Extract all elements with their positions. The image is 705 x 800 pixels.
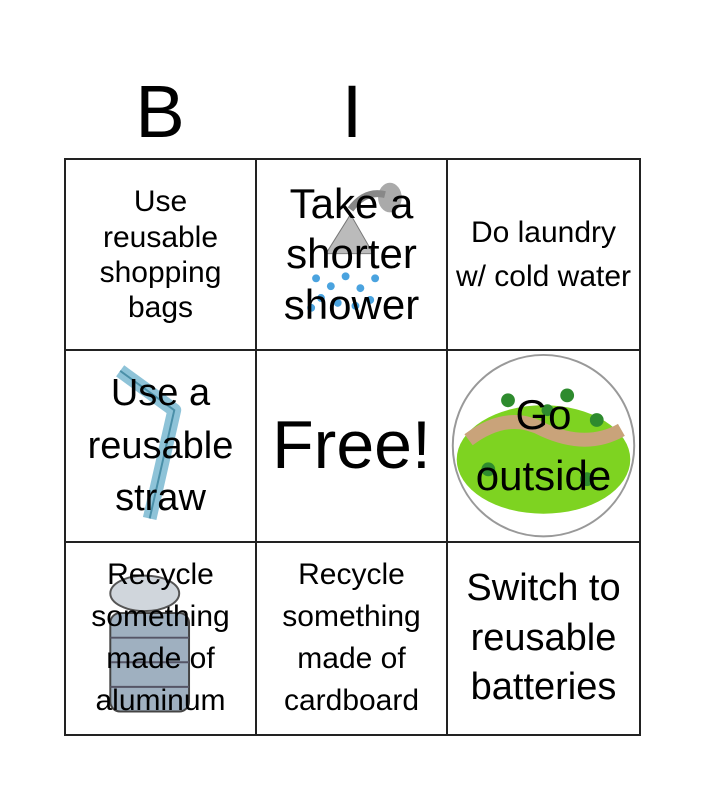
bingo-cell[interactable]: Use reusable shopping bags: [66, 160, 257, 352]
cell-text: Use reusable shopping bags: [99, 185, 222, 324]
tin-can-icon: [109, 574, 191, 713]
cell-text: Recycle something made of aluminum: [91, 558, 230, 718]
bingo-cell[interactable]: Do laundry w/ cold water: [448, 160, 639, 352]
bingo-cell[interactable]: Use a reusable straw: [66, 351, 257, 543]
cell-text: Use a reusable straw: [87, 372, 234, 520]
cell-text: Do laundry w/ cold water: [455, 216, 632, 293]
bingo-cell[interactable]: Take a shorter shower: [257, 160, 448, 352]
bingo-cell-free[interactable]: Free!: [257, 351, 448, 543]
bingo-cell[interactable]: Recycle something made of cardboard: [257, 542, 448, 734]
header-letter-i: I: [341, 70, 363, 153]
bingo-cell[interactable]: Go outside: [448, 351, 639, 543]
bingo-cell[interactable]: Recycle something made of aluminum: [66, 542, 257, 734]
cell-text: Take a shorter shower: [283, 180, 420, 328]
cell-text: Switch to reusable batteries: [466, 567, 621, 709]
cell-text: Free!: [272, 407, 431, 484]
header-letter-b: B: [135, 70, 185, 153]
bingo-grid: Use reusable shopping bags Take a shorte…: [64, 158, 641, 736]
cell-text: Go outside: [475, 391, 612, 499]
cell-text: Recycle something made of cardboard: [282, 558, 421, 718]
straw-icon: [116, 365, 182, 521]
bingo-cell[interactable]: Switch to reusable batteries: [448, 543, 639, 734]
park-globe-icon: [451, 354, 636, 538]
shower-head-icon: [307, 182, 402, 312]
